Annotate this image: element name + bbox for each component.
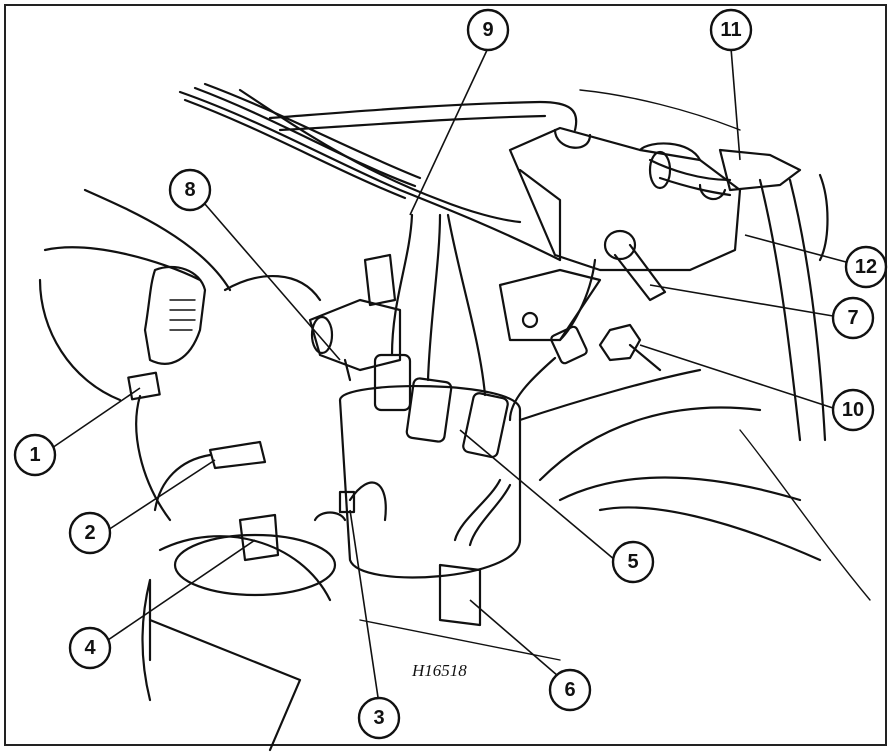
wing-panel xyxy=(38,188,322,402)
svg-text:12: 12 xyxy=(855,256,877,278)
svg-text:4: 4 xyxy=(84,637,96,659)
distributor xyxy=(313,213,522,579)
right-hoses xyxy=(518,173,871,601)
vacuum-pipe xyxy=(648,148,802,201)
wiring-loom xyxy=(178,82,578,262)
coil-housing xyxy=(508,89,742,272)
connector-2 xyxy=(153,440,267,512)
svg-text:6: 6 xyxy=(564,679,575,701)
callout-4: 4 xyxy=(68,626,112,670)
svg-text:2: 2 xyxy=(84,522,95,544)
svg-text:7: 7 xyxy=(847,307,858,329)
svg-text:3: 3 xyxy=(373,707,384,729)
diagram-frame xyxy=(4,4,887,746)
reference-code: H16518 xyxy=(411,661,467,680)
callout-6: 6 xyxy=(548,668,592,712)
callout-7: 7 xyxy=(831,296,875,340)
callout-3: 3 xyxy=(357,696,401,740)
svg-text:8: 8 xyxy=(184,179,195,201)
sensor-10 xyxy=(598,323,662,372)
valve-8 xyxy=(308,253,402,382)
svg-text:9: 9 xyxy=(482,19,493,41)
callout-9: 9 xyxy=(466,8,510,52)
callout-8: 8 xyxy=(168,168,212,212)
lower-assembly xyxy=(141,478,561,752)
svg-text:11: 11 xyxy=(720,19,741,41)
callout-leaders xyxy=(51,47,847,705)
callout-10: 10 xyxy=(831,388,875,432)
connector-1 xyxy=(127,371,172,522)
bracket xyxy=(498,268,602,342)
callout-5: 5 xyxy=(611,540,655,584)
callout-12: 12 xyxy=(844,245,888,289)
svg-text:5: 5 xyxy=(627,551,638,573)
callout-11: 11 xyxy=(709,8,753,52)
svg-text:10: 10 xyxy=(842,399,864,421)
callout-1: 1 xyxy=(13,433,57,477)
callout-2: 2 xyxy=(68,511,112,555)
svg-text:1: 1 xyxy=(29,444,40,466)
